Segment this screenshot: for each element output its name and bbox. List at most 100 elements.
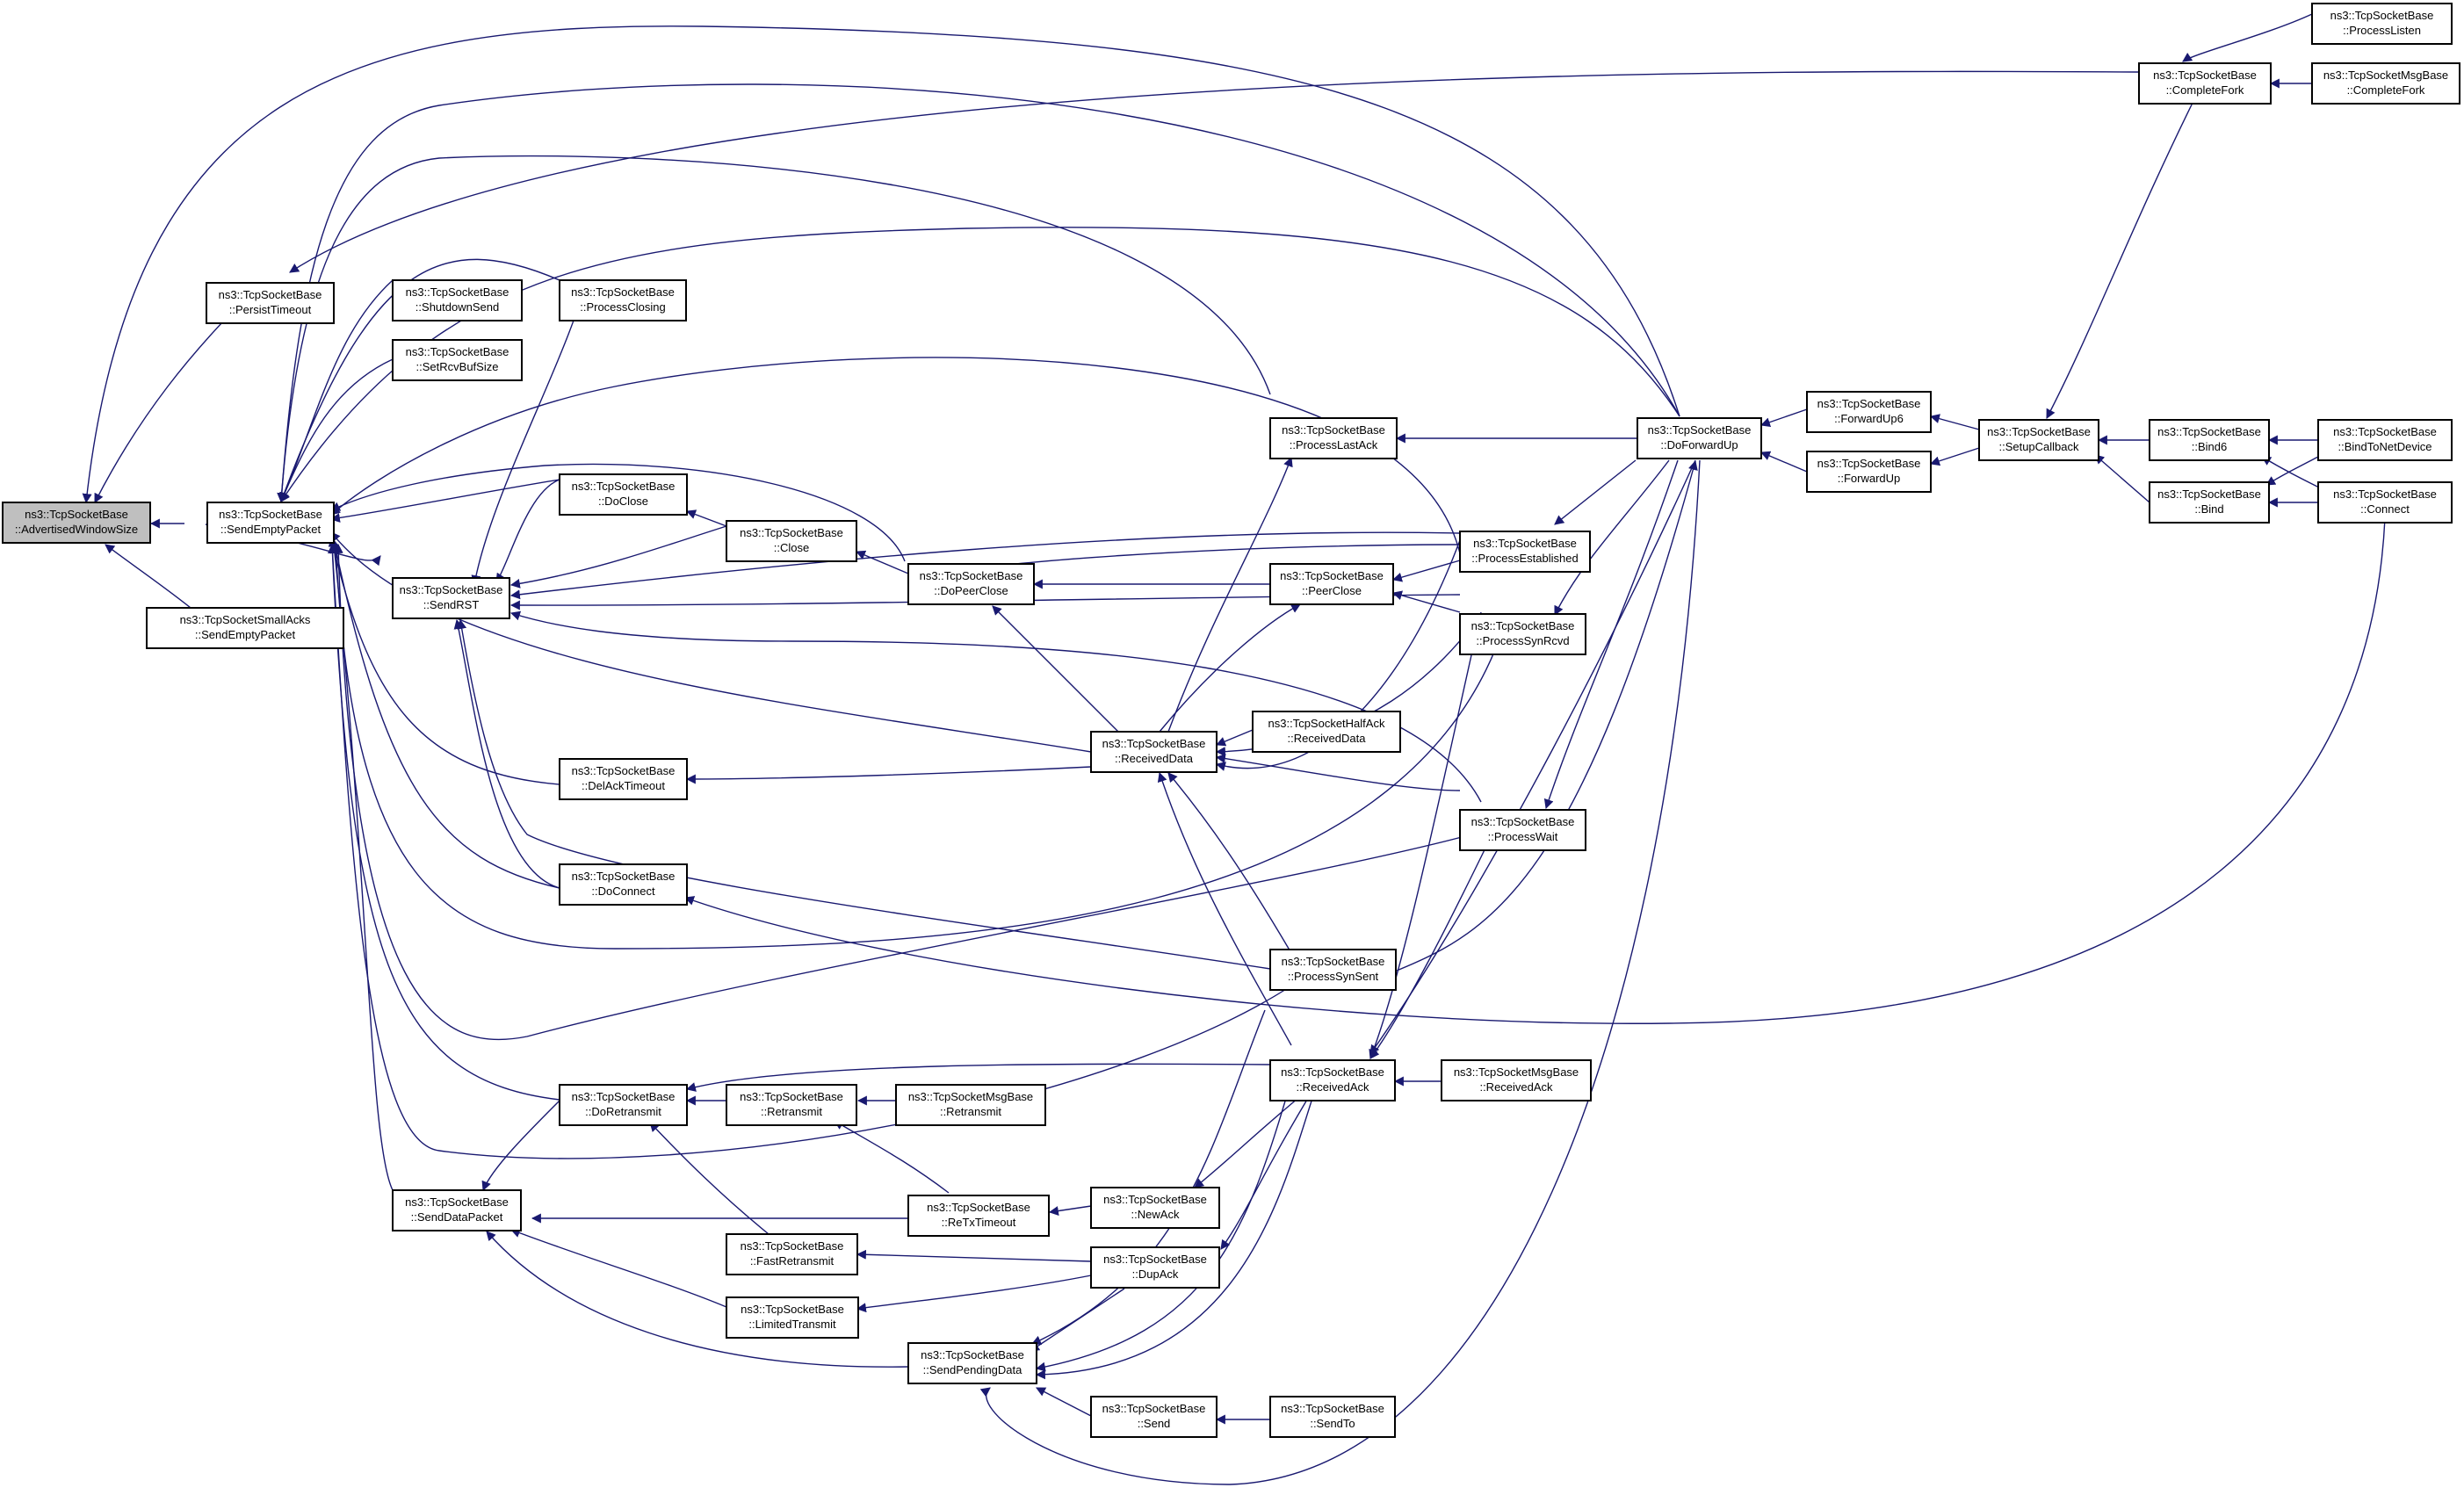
node-process-last-ack[interactable]: ns3::TcpSocketBase::ProcessLastAck	[1269, 417, 1398, 459]
node-msg-retransmit[interactable]: ns3::TcpSocketMsgBase::Retransmit	[895, 1084, 1046, 1126]
node-method-label: ::PersistTimeout	[229, 303, 312, 316]
node-shutdown-send[interactable]: ns3::TcpSocketBase::ShutdownSend	[392, 279, 523, 321]
node-class-label: ns3::TcpSocketSmallAcks	[180, 613, 311, 626]
node-send-empty-packet[interactable]: ns3::TcpSocketBase::SendEmptyPacket	[206, 502, 335, 544]
node-forward-up6[interactable]: ns3::TcpSocketBase::ForwardUp6	[1806, 391, 1932, 433]
node-setup-callback[interactable]: ns3::TcpSocketBase::SetupCallback	[1978, 419, 2099, 461]
edge	[1543, 459, 1679, 810]
edge	[683, 517, 2386, 1024]
node-forward-up[interactable]: ns3::TcpSocketBase::ForwardUp	[1806, 451, 1932, 493]
node-process-wait[interactable]: ns3::TcpSocketBase::ProcessWait	[1459, 809, 1586, 851]
node-dup-ack[interactable]: ns3::TcpSocketBase::DupAck	[1090, 1246, 1220, 1289]
node-box	[206, 502, 335, 544]
node-box	[1806, 451, 1932, 493]
node-method-label: ::PeerClose	[1302, 584, 1362, 597]
node-method-label: ::ReceivedAck	[1479, 1080, 1553, 1094]
node-half-ack-received-data[interactable]: ns3::TcpSocketHalfAck::ReceivedData	[1252, 711, 1401, 753]
node-method-label: ::BindToNetDevice	[2338, 440, 2432, 453]
edge	[1159, 603, 1301, 733]
node-class-label: ns3::TcpSocketBase	[1102, 1402, 1206, 1415]
edge	[1929, 447, 1980, 466]
node-process-established[interactable]: ns3::TcpSocketBase::ProcessEstablished	[1459, 531, 1591, 573]
node-del-ack-timeout[interactable]: ns3::TcpSocketBase::DelAckTimeout	[559, 758, 688, 800]
node-method-label: ::DoClose	[598, 495, 648, 508]
node-advertised-window-size[interactable]: ns3::TcpSocketBase::AdvertisedWindowSize	[2, 502, 151, 544]
node-method-label: ::ShutdownSend	[415, 300, 499, 314]
edge	[1554, 459, 1637, 525]
node-class-label: ns3::TcpSocketBase	[1987, 425, 2091, 438]
node-method-label: ::Retransmit	[940, 1105, 1001, 1118]
edge	[486, 1231, 909, 1368]
node-class-label: ns3::TcpSocketBase	[219, 508, 322, 521]
node-peer-close[interactable]: ns3::TcpSocketBase::PeerClose	[1269, 563, 1394, 605]
node-box	[1269, 563, 1394, 605]
node-class-label: ns3::TcpSocketBase	[1282, 423, 1385, 437]
node-bind[interactable]: ns3::TcpSocketBase::Bind	[2149, 481, 2270, 524]
node-connect[interactable]: ns3::TcpSocketBase::Connect	[2317, 481, 2453, 524]
node-set-rcv-buf-size[interactable]: ns3::TcpSocketBase::SetRcvBufSize	[392, 339, 523, 381]
node-box	[392, 577, 510, 619]
node-box	[1459, 613, 1586, 655]
node-process-listen[interactable]: ns3::TcpSocketBase::ProcessListen	[2311, 3, 2453, 45]
node-send-pending-data[interactable]: ns3::TcpSocketBase::SendPendingData	[907, 1342, 1037, 1384]
node-process-syn-sent[interactable]: ns3::TcpSocketBase::ProcessSynSent	[1269, 949, 1397, 991]
edge	[509, 525, 727, 589]
node-box	[2149, 481, 2270, 524]
node-bind6[interactable]: ns3::TcpSocketBase::Bind6	[2149, 419, 2270, 461]
node-send-data-packet[interactable]: ns3::TcpSocketBase::SendDataPacket	[392, 1189, 522, 1231]
node-class-label: ns3::TcpSocketBase	[1648, 423, 1752, 437]
node-complete-fork[interactable]: ns3::TcpSocketBase::CompleteFork	[2138, 62, 2272, 105]
node-method-label: ::ProcessWait	[1488, 830, 1558, 843]
node-method-label: ::SendEmptyPacket	[220, 523, 322, 536]
edge	[1369, 611, 1482, 1060]
node-process-closing[interactable]: ns3::TcpSocketBase::ProcessClosing	[559, 279, 687, 321]
node-close[interactable]: ns3::TcpSocketBase::Close	[726, 520, 857, 562]
node-method-label: ::Bind	[2194, 502, 2223, 516]
node-class-label: ns3::TcpSocketBase	[1282, 955, 1385, 968]
node-bind-to-net-device[interactable]: ns3::TcpSocketBase::BindToNetDevice	[2317, 419, 2453, 461]
node-class-label: ns3::TcpSocketHalfAck	[1268, 717, 1385, 730]
node-class-label: ns3::TcpSocketBase	[741, 1303, 844, 1316]
node-class-label: ns3::TcpSocketBase	[571, 285, 675, 299]
node-box	[1459, 809, 1586, 851]
edge	[2265, 456, 2319, 486]
node-send-rst[interactable]: ns3::TcpSocketBase::SendRST	[392, 577, 510, 619]
node-class-label: ns3::TcpSocketBase	[572, 870, 676, 883]
node-do-connect[interactable]: ns3::TcpSocketBase::DoConnect	[559, 863, 688, 906]
edge	[330, 538, 560, 889]
node-do-retransmit[interactable]: ns3::TcpSocketBase::DoRetransmit	[559, 1084, 688, 1126]
node-fast-retransmit[interactable]: ns3::TcpSocketBase::FastRetransmit	[726, 1233, 858, 1275]
node-retransmit[interactable]: ns3::TcpSocketBase::Retransmit	[726, 1084, 857, 1126]
node-do-close[interactable]: ns3::TcpSocketBase::DoClose	[559, 473, 688, 516]
edge	[329, 543, 394, 1191]
node-box	[1090, 1396, 1218, 1438]
edge	[277, 83, 1680, 503]
edge	[279, 358, 394, 503]
node-small-acks-send-empty-packet[interactable]: ns3::TcpSocketSmallAcks::SendEmptyPacket	[146, 607, 344, 649]
node-class-label: ns3::TcpSocketBase	[2153, 69, 2257, 82]
node-do-forward-up[interactable]: ns3::TcpSocketBase::DoForwardUp	[1637, 417, 1762, 459]
node-send[interactable]: ns3::TcpSocketBase::Send	[1090, 1396, 1218, 1438]
node-method-label: ::FastRetransmit	[750, 1254, 835, 1268]
node-process-syn-rcvd[interactable]: ns3::TcpSocketBase::ProcessSynRcvd	[1459, 613, 1586, 655]
node-send-to[interactable]: ns3::TcpSocketBase::SendTo	[1269, 1396, 1396, 1438]
node-limited-transmit[interactable]: ns3::TcpSocketBase::LimitedTransmit	[726, 1296, 859, 1339]
node-persist-timeout[interactable]: ns3::TcpSocketBase::PersistTimeout	[206, 282, 335, 324]
node-method-label: ::DoPeerClose	[934, 584, 1008, 597]
node-box	[206, 282, 335, 324]
node-received-ack[interactable]: ns3::TcpSocketBase::ReceivedAck	[1269, 1059, 1396, 1101]
node-class-label: ns3::TcpSocketBase	[741, 1239, 844, 1253]
node-msg-complete-fork[interactable]: ns3::TcpSocketMsgBase::CompleteFork	[2311, 62, 2460, 105]
node-retx-timeout[interactable]: ns3::TcpSocketBase::ReTxTimeout	[907, 1195, 1050, 1237]
node-new-ack[interactable]: ns3::TcpSocketBase::NewAck	[1090, 1187, 1220, 1229]
node-msg-received-ack[interactable]: ns3::TcpSocketMsgBase::ReceivedAck	[1441, 1059, 1592, 1101]
edge	[328, 536, 560, 785]
edge	[471, 279, 588, 586]
node-box	[1269, 417, 1398, 459]
node-box	[907, 1342, 1037, 1384]
node-do-peer-close[interactable]: ns3::TcpSocketBase::DoPeerClose	[907, 563, 1035, 605]
edge	[1369, 831, 1494, 1059]
node-class-label: ns3::TcpSocketBase	[1103, 1253, 1207, 1266]
node-received-data[interactable]: ns3::TcpSocketBase::ReceivedData	[1090, 731, 1218, 773]
node-box	[895, 1084, 1046, 1126]
